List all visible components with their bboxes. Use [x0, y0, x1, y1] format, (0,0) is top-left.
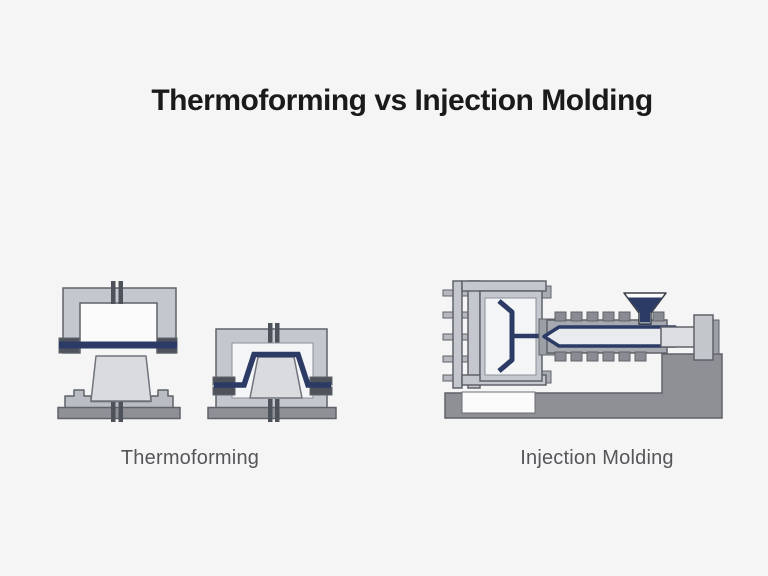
heater-band: [652, 311, 665, 322]
ejector-rod: [118, 397, 123, 422]
thermoforming-open-stage: [57, 281, 181, 422]
heater-band: [634, 351, 647, 362]
heater-band: [618, 351, 631, 362]
sheet-clamp: [212, 386, 236, 396]
guide-rod: [111, 281, 116, 304]
page-title: Thermoforming vs Injection Molding: [151, 84, 653, 117]
melt-channel-screw: [542, 325, 677, 348]
drive-plate: [693, 314, 714, 361]
ejector-rod: [268, 399, 273, 422]
heater-band: [586, 351, 599, 362]
heater-band: [570, 351, 583, 362]
heater-band: [570, 311, 583, 322]
thermoforming-closed-stage: [207, 323, 337, 422]
injection-unit: [542, 292, 720, 362]
injection-molding-diagram: [442, 280, 723, 419]
plastic-sheet: [59, 341, 177, 349]
heater-bands: [554, 311, 665, 362]
heater-band: [554, 311, 567, 322]
thermoforming-diagram: [57, 281, 337, 422]
moving-platen: [467, 280, 481, 389]
injection-molding-label: Injection Molding: [520, 447, 674, 469]
clamping-unit: [442, 280, 556, 389]
injection-molding-figure: [435, 275, 735, 425]
ejector-rod: [275, 399, 280, 422]
end-platen: [452, 280, 463, 389]
heater-band: [554, 351, 567, 362]
sheet-clamp: [309, 386, 333, 396]
heater-band: [602, 311, 615, 322]
guide-rod: [118, 281, 123, 304]
machine-base-group: [444, 353, 723, 419]
mold: [90, 355, 152, 402]
mold: [249, 356, 303, 399]
thermoforming-label: Thermoforming: [120, 447, 260, 469]
formed-plastic-sheet: [214, 351, 331, 388]
heater-band: [602, 351, 615, 362]
ejector-rod: [111, 397, 116, 422]
piston-rod: [660, 326, 698, 348]
base-pedestal: [461, 391, 536, 414]
top-rail: [461, 280, 547, 292]
heater-band: [618, 311, 631, 322]
heater-band: [586, 311, 599, 322]
thermoforming-figure: [40, 255, 400, 430]
frame-cavity: [78, 301, 158, 343]
guide-rod: [268, 323, 273, 343]
guide-rod: [275, 323, 280, 343]
hopper: [623, 292, 667, 325]
hopper-material: [628, 297, 662, 323]
